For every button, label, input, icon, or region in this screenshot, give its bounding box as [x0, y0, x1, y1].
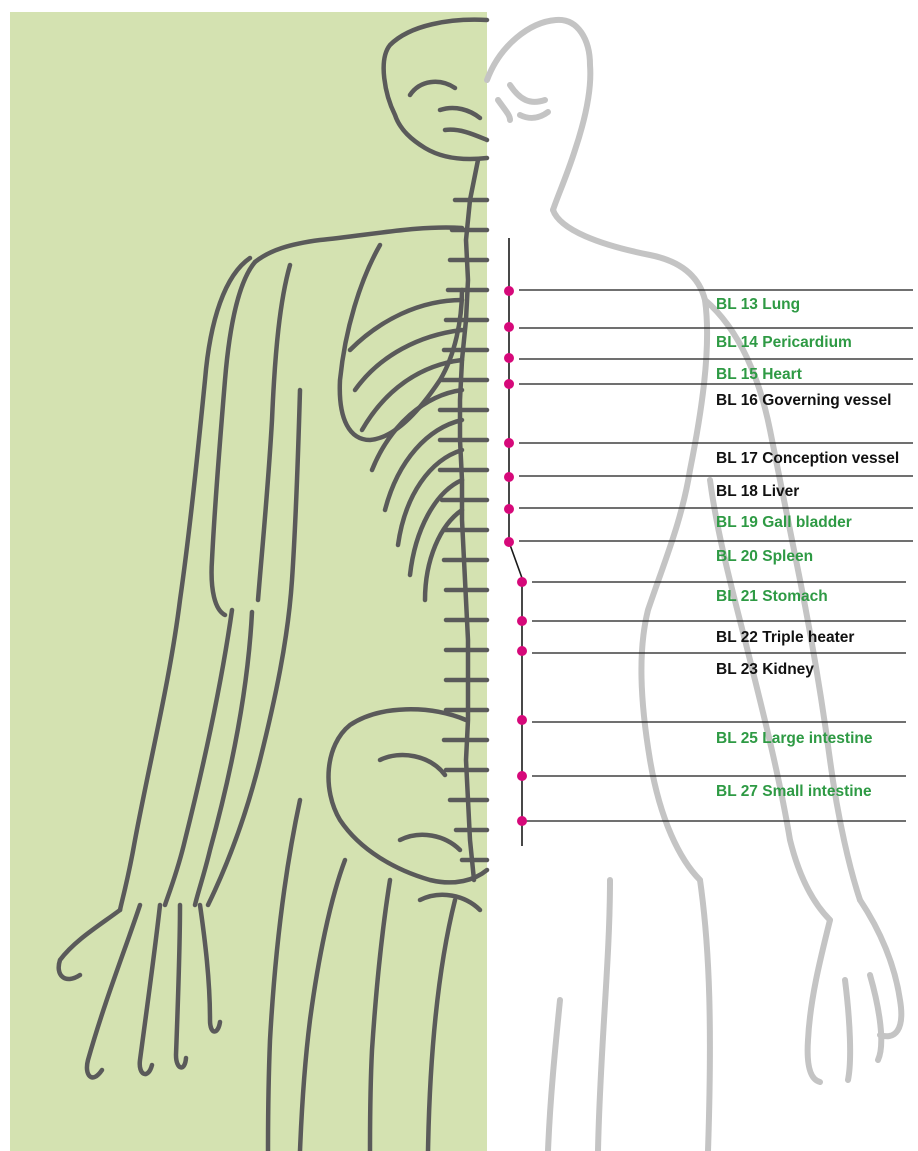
point-marker-bl23 [517, 646, 527, 656]
body-silhouette [487, 20, 901, 1151]
point-markers [504, 286, 527, 826]
point-marker-bl22 [517, 616, 527, 626]
point-label-bl21: BL 21 Stomach [716, 588, 828, 605]
point-marker-bl19 [504, 504, 514, 514]
silhouette-side-line [548, 1000, 560, 1151]
silhouette-face [498, 85, 548, 120]
silhouette-hip-leg [598, 880, 710, 1151]
point-marker-bl15 [504, 353, 514, 363]
point-marker-bl16 [504, 379, 514, 389]
point-label-bl15: BL 15 Heart [716, 366, 802, 383]
point-label-bl20: BL 20 Spleen [716, 548, 813, 565]
point-label-bl23: BL 23 Kidney [716, 661, 814, 678]
silhouette-inner-arm [710, 480, 830, 920]
point-marker-bl14 [504, 322, 514, 332]
point-label-bl14: BL 14 Pericardium [716, 334, 852, 351]
silhouette-neck [553, 210, 705, 300]
point-marker-bl13 [504, 286, 514, 296]
point-marker-bl25 [517, 715, 527, 725]
point-marker-terminal [517, 816, 527, 826]
point-label-bl22: BL 22 Triple heater [716, 629, 854, 646]
point-marker-bl20 [504, 537, 514, 547]
point-label-bl19: BL 19 Gall bladder [716, 514, 852, 531]
point-marker-bl18 [504, 472, 514, 482]
silhouette-torso [641, 300, 707, 880]
point-marker-bl21 [517, 577, 527, 587]
point-label-bl18: BL 18 Liver [716, 483, 799, 500]
silhouette-hand [808, 900, 902, 1082]
point-label-bl13: BL 13 Lung [716, 296, 800, 313]
point-marker-bl27 [517, 771, 527, 781]
point-labels: BL 13 Lung BL 14 Pericardium BL 15 HeartBL… [716, 296, 899, 800]
point-label-bl27: BL 27 Small intestine [716, 783, 872, 800]
point-label-bl17: BL 17 Conception vessel [716, 450, 899, 467]
point-label-bl25: BL 25 Large intestine [716, 730, 873, 747]
point-marker-bl17 [504, 438, 514, 448]
point-label-bl16: BL 16 Governing vessel [716, 392, 891, 409]
skeleton-panel-background [10, 12, 487, 1151]
